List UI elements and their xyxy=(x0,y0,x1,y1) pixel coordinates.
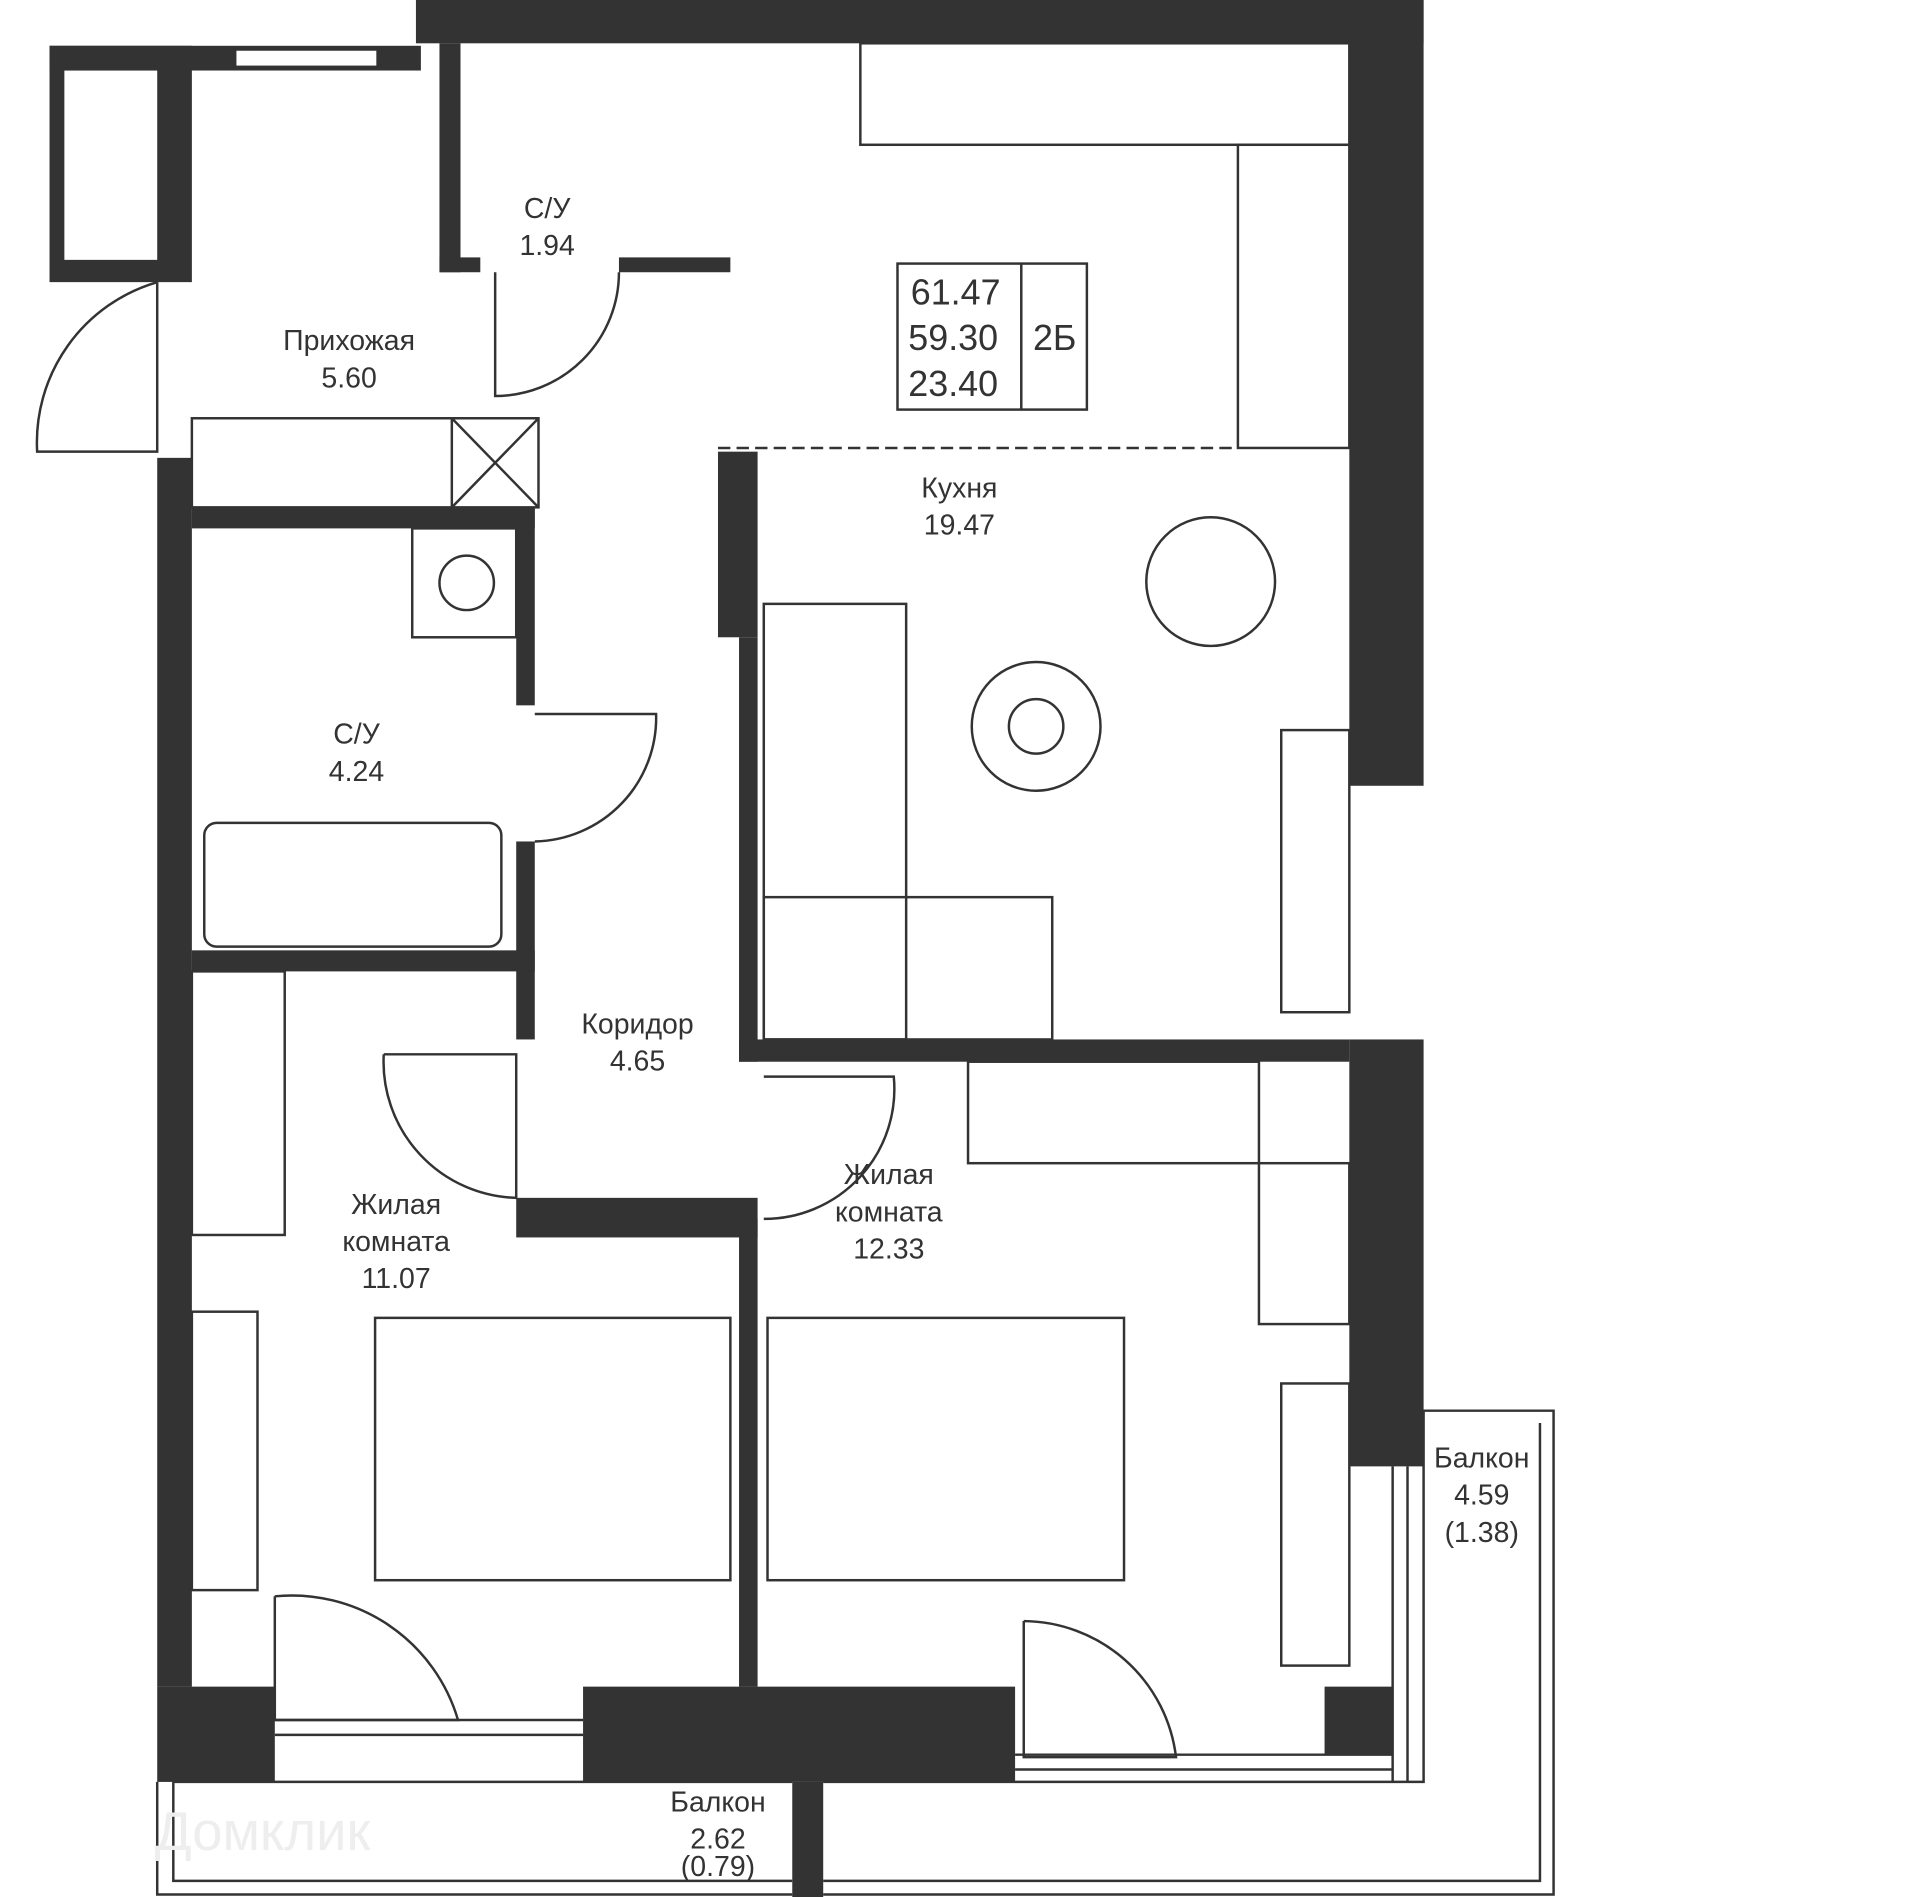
wc-small-area: 1.94 xyxy=(519,230,574,262)
bedroom2-name1: Жилая xyxy=(844,1159,934,1191)
kitchen-area: 19.47 xyxy=(924,510,995,542)
bathroom-name: С/У xyxy=(333,719,380,751)
balcony2-name: Балкон xyxy=(1434,1443,1529,1475)
walls xyxy=(49,0,1424,1782)
bathroom-area: 4.24 xyxy=(329,756,384,788)
corridor-area: 4.65 xyxy=(610,1045,665,1077)
bedroom2-area: 12.33 xyxy=(853,1233,924,1265)
balcony2-area: 4.59 xyxy=(1454,1480,1509,1512)
fixtures xyxy=(35,42,1393,1771)
bedroom1-name2: комната xyxy=(342,1226,450,1258)
bedroom2-name2: комната xyxy=(835,1196,943,1228)
balconies xyxy=(155,1409,1555,1897)
apartment-type: 2Б xyxy=(1033,318,1077,358)
living-area: 23.40 xyxy=(908,364,998,404)
wc-small-name: С/У xyxy=(524,193,571,225)
watermark-logo: Домклик xyxy=(155,1801,372,1862)
hall-name: Прихожая xyxy=(283,325,415,357)
bedroom1-area: 11.07 xyxy=(362,1263,431,1295)
balcony2-area-coef: (1.38) xyxy=(1445,1517,1519,1549)
total-area: 61.47 xyxy=(911,272,1001,312)
summary-box: 61.47 59.30 23.40 2Б xyxy=(896,262,1089,411)
bedroom1-name1: Жилая xyxy=(351,1189,441,1221)
corridor-name: Коридор xyxy=(581,1008,693,1040)
kitchen-name: Кухня xyxy=(921,472,997,504)
hall-area: 5.60 xyxy=(321,362,376,394)
balcony1-area-coef: (0.79) xyxy=(681,1851,755,1883)
area-with-coef: 59.30 xyxy=(908,318,998,358)
balcony1-area: 2.62 xyxy=(690,1824,745,1856)
room-labels: С/У 1.94 Прихожая 5.60 Кухня 19.47 С/У 4… xyxy=(283,193,1529,1883)
balcony1-name: Балкон xyxy=(670,1787,765,1819)
